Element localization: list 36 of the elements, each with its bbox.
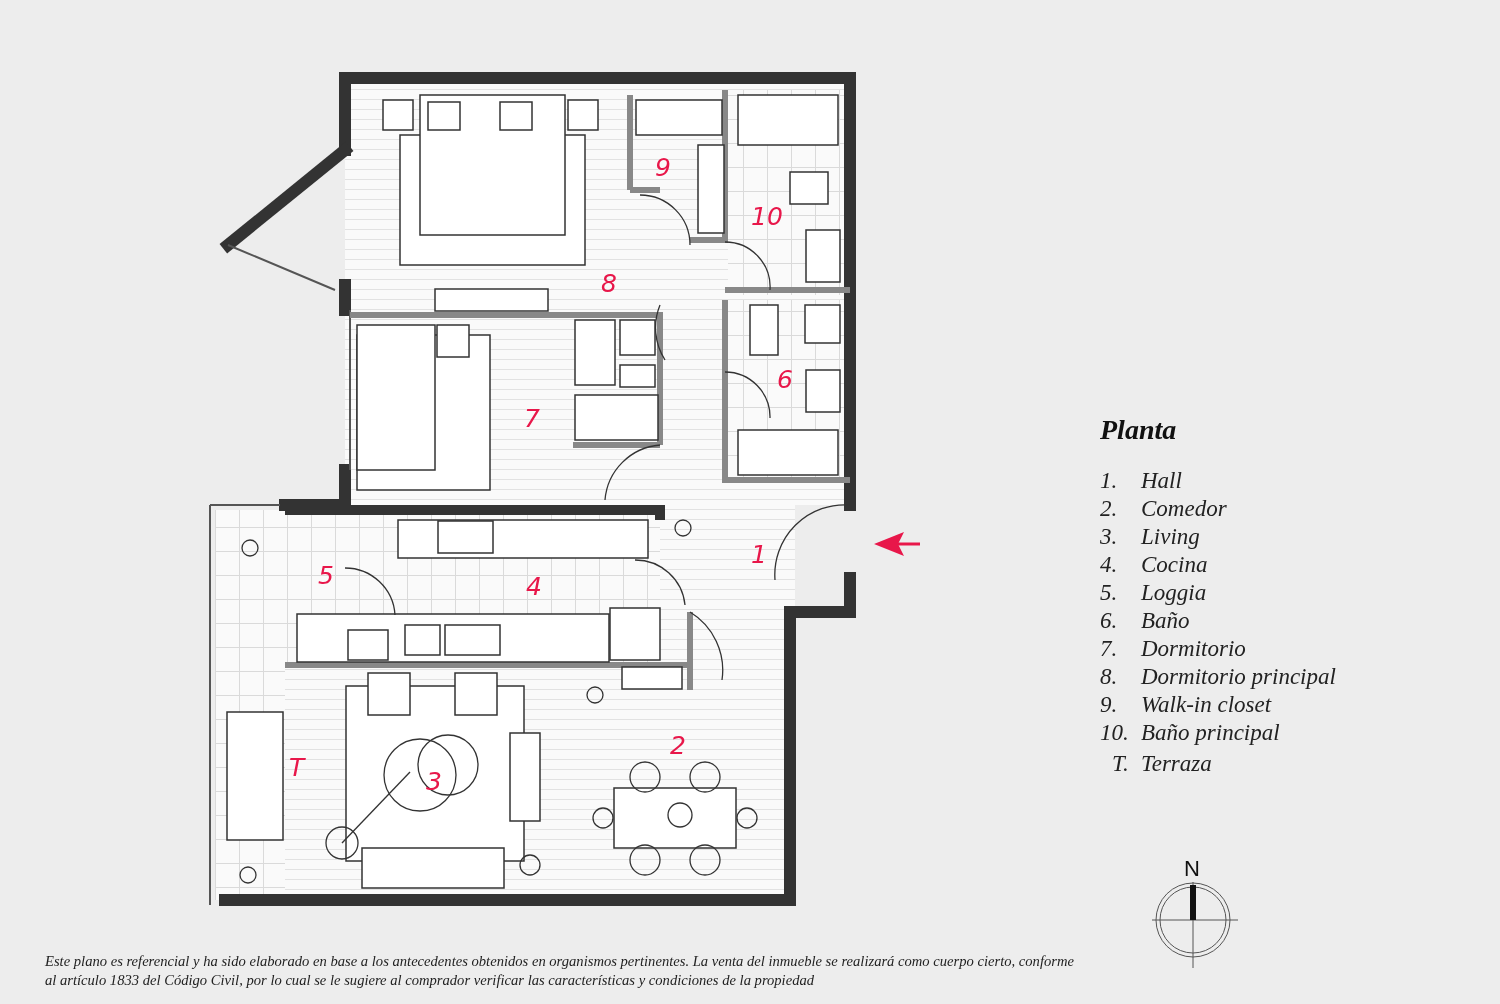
legend-room-name: Baño [1141,609,1190,632]
legend-number: 4. [1100,553,1118,576]
legend-room-name: Dormitorio [1141,637,1246,660]
disclaimer-note: Este plano es referencial y ha sido elaborado en base a los antecedentes obtenidos en organismos pertinentes. La venta del inmueble se realizará como cuerpo cierto, conforme al artículo 1833 del Código Civil, por lo cual se le sugiere al comprador verificar las características y condiciones de la propiedad [45,952,1075,990]
legend-room-name: Loggia [1141,581,1207,604]
room-number: 5 [318,563,334,588]
room-number: 8 [601,271,617,296]
room-number: 1 [751,542,767,567]
legend-number: 6. [1100,609,1118,632]
legend-number: 1. [1100,469,1118,492]
legend-number: 3. [1100,525,1118,548]
room-number: 3 [426,769,442,794]
legend-number: 9. [1100,693,1118,716]
legend-number: 7. [1100,637,1118,660]
room-number: 4 [526,574,542,599]
legend-number: 2. [1100,497,1118,520]
legend-number: 10. [1100,721,1129,744]
room-number: 6 [777,367,793,392]
legend-room-name: Living [1141,525,1200,548]
room-number: 9 [655,155,671,180]
legend-room-name: Comedor [1141,497,1227,520]
legend-room-name: Dormitorio principal [1141,665,1336,688]
legend-room-name: Hall [1141,469,1182,492]
room-number: 10 [751,204,783,229]
legend-number: 8. [1100,665,1118,688]
legend-room-name: Terraza [1141,752,1212,775]
legend-room-name: Cocina [1141,553,1208,576]
room-number: 2 [670,733,686,758]
north-label: N [1184,858,1200,880]
plan-title: Planta [1100,414,1177,446]
room-number: 7 [524,406,540,431]
legend-number: T. [1112,752,1129,775]
room-number: T [289,755,305,780]
legend-number: 5. [1100,581,1118,604]
legend-room-name: Baño principal [1141,721,1280,744]
legend-room-name: Walk-in closet [1141,693,1272,716]
